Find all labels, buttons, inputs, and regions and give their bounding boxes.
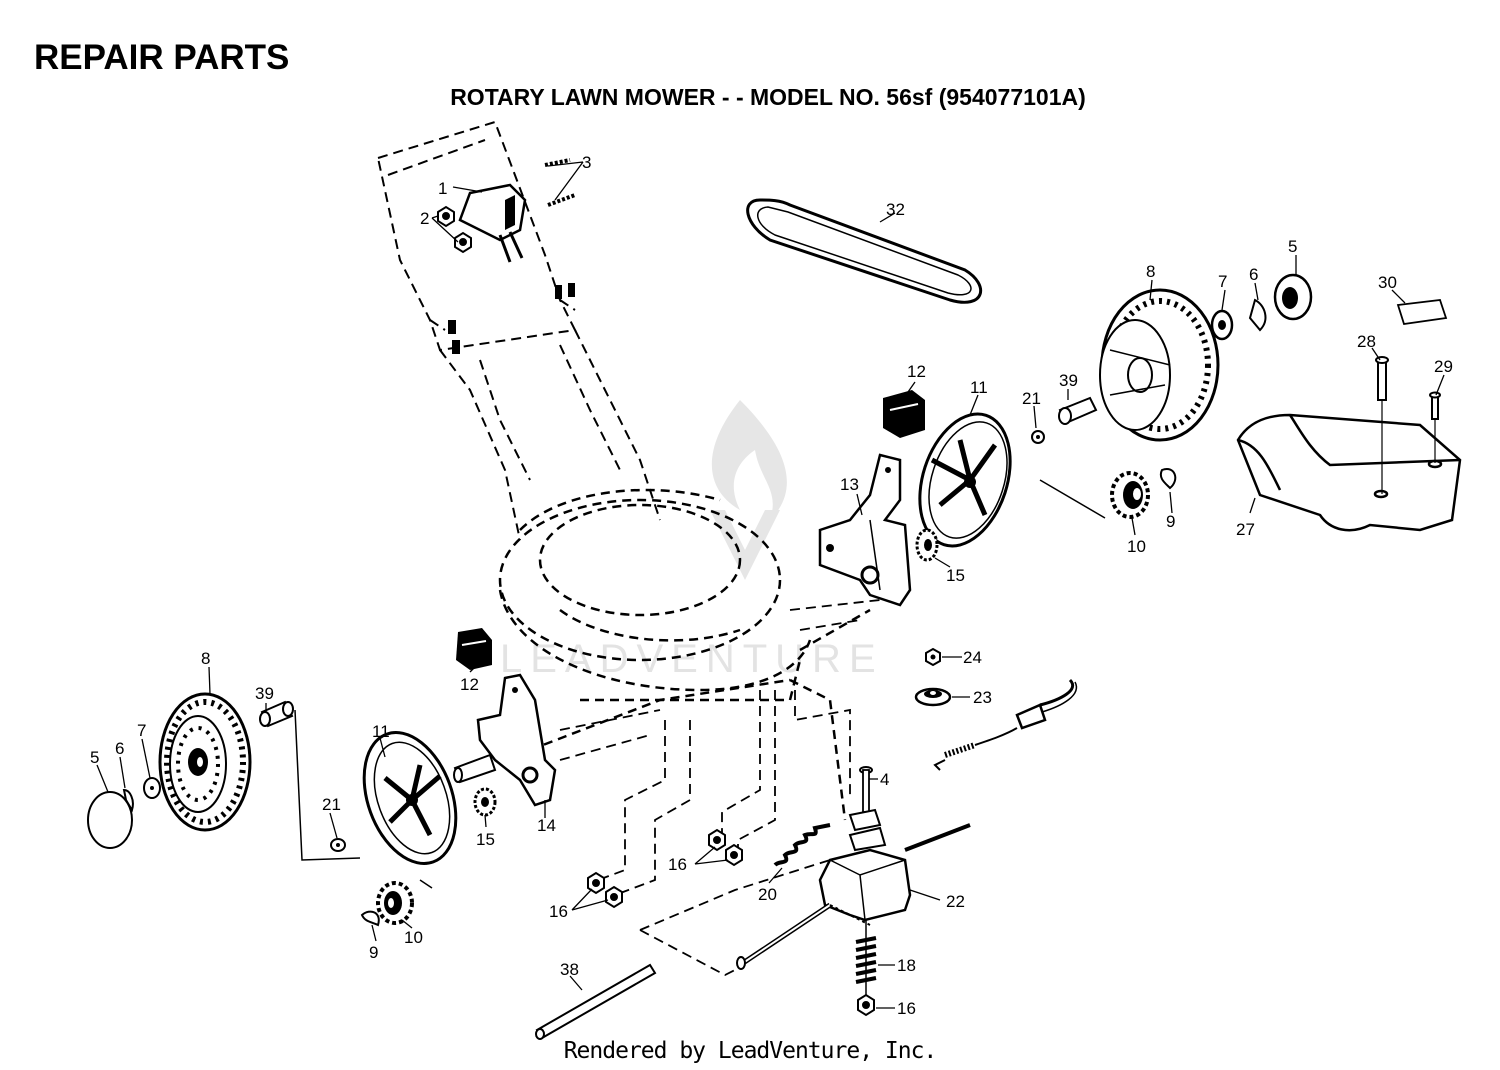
callout-15-right: 15 xyxy=(946,566,965,585)
callout-16-left: 16 xyxy=(549,902,568,921)
callout-7-right: 7 xyxy=(1218,272,1227,291)
callout-22: 22 xyxy=(946,892,965,911)
adjuster-knob-right xyxy=(883,390,925,438)
callout-23: 23 xyxy=(973,688,992,707)
wheel-rim-right xyxy=(918,412,1012,548)
wheel-left xyxy=(158,692,252,832)
callout-3: 3 xyxy=(582,153,591,172)
bushing-left xyxy=(473,787,497,817)
callout-11-left: 11 xyxy=(372,722,390,741)
diagram-subtitle: ROTARY LAWN MOWER - - MODEL NO. 56sf (95… xyxy=(450,84,1086,110)
bolt-4 xyxy=(859,766,873,813)
callout-18: 18 xyxy=(897,956,916,975)
adjuster-knob-left xyxy=(456,628,492,670)
callout-24: 24 xyxy=(963,648,982,667)
callout-5-right: 5 xyxy=(1288,237,1297,256)
nut-24 xyxy=(925,647,941,667)
callout-4: 4 xyxy=(880,770,889,789)
hex-nuts-16 xyxy=(587,828,875,1017)
callout-6-right: 6 xyxy=(1249,265,1258,284)
callout-16-mid: 16 xyxy=(668,855,687,874)
handle-clips xyxy=(448,283,575,354)
callout-10-right: 10 xyxy=(1127,537,1146,556)
callout-30: 30 xyxy=(1378,273,1397,292)
callout-15-left: 15 xyxy=(476,830,495,849)
pulley-23 xyxy=(914,687,952,707)
callout-29: 29 xyxy=(1434,357,1453,376)
callout-28: 28 xyxy=(1357,332,1376,351)
callout-39-left: 39 xyxy=(255,684,274,703)
washer-left xyxy=(143,777,161,799)
callout-6-left: 6 xyxy=(115,739,124,758)
screw-29 xyxy=(1429,391,1441,463)
callout-32: 32 xyxy=(886,200,905,219)
callout-9-left: 9 xyxy=(369,943,378,962)
callout-38: 38 xyxy=(560,960,579,979)
spacer-right xyxy=(1031,396,1098,444)
callout-8-right: 8 xyxy=(1146,262,1155,281)
callout-14: 14 xyxy=(537,816,556,835)
callout-5-left: 5 xyxy=(90,748,99,767)
washer-21-left xyxy=(330,838,346,852)
drive-gear-right xyxy=(1110,471,1150,519)
callout-16-bottom: 16 xyxy=(897,999,916,1018)
watermark-text: LEADVENTURE xyxy=(500,637,884,681)
callout-21-right: 21 xyxy=(1022,389,1041,408)
callout-10-left: 10 xyxy=(404,928,423,947)
cotter-pin-right xyxy=(1248,298,1267,332)
wheel-right xyxy=(1099,288,1220,442)
hubcap-left xyxy=(87,791,133,849)
callout-27: 27 xyxy=(1236,520,1255,539)
drive-belt xyxy=(746,198,983,304)
hubcap-right xyxy=(1273,273,1313,321)
retainer-clip-left xyxy=(360,910,380,927)
watermark-logo xyxy=(710,400,787,580)
page-title: REPAIR PARTS xyxy=(34,38,290,77)
control-bracket xyxy=(458,158,576,263)
callout-9-right: 9 xyxy=(1166,512,1175,531)
callout-21-left: 21 xyxy=(322,795,341,814)
callout-11-right: 11 xyxy=(970,378,988,397)
connector-lines xyxy=(559,599,881,977)
callout-12-right: 12 xyxy=(907,362,926,381)
drive-gear-left xyxy=(376,881,414,925)
bushing-right xyxy=(915,528,939,562)
leader-lines xyxy=(96,161,1445,1009)
cotter-pin-left xyxy=(122,788,134,813)
callout-12-left: 12 xyxy=(460,675,479,694)
height-adjuster-left xyxy=(453,673,557,807)
spacer-left xyxy=(259,700,294,728)
callout-2: 2 xyxy=(420,209,429,228)
retainer-clip-right xyxy=(1159,468,1177,490)
axle-rod-38 xyxy=(535,963,657,1040)
handle-assembly xyxy=(376,120,661,541)
wheel-rim-left xyxy=(362,731,458,865)
callout-13: 13 xyxy=(840,475,859,494)
footer-credit: Rendered by LeadVenture, Inc. xyxy=(563,1038,938,1064)
rear-trim-cover xyxy=(1236,413,1462,532)
transmission-22 xyxy=(736,808,971,970)
hex-nuts-top xyxy=(437,205,472,254)
spring-20 xyxy=(773,823,831,867)
callout-numbers: 3 1 2 32 8 7 6 5 30 28 29 39 21 11 12 13… xyxy=(90,153,1453,1018)
callout-39-right: 39 xyxy=(1059,371,1078,390)
engine-deck-outline xyxy=(498,488,871,821)
callout-1: 1 xyxy=(438,179,447,198)
height-adjuster-right xyxy=(818,453,912,607)
callout-8-left: 8 xyxy=(201,649,210,668)
decal-label xyxy=(1396,299,1448,325)
control-cable xyxy=(933,678,1078,771)
callout-7-left: 7 xyxy=(137,721,146,740)
callout-20: 20 xyxy=(758,885,777,904)
